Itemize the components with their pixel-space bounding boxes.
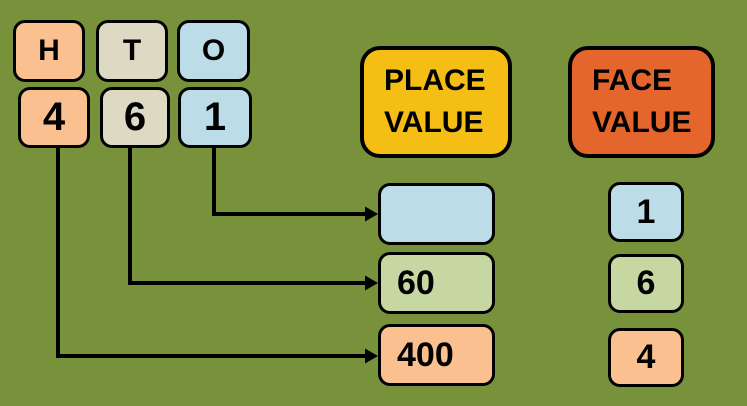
place-value-ones-box	[378, 183, 495, 245]
place-value-header: PLACE VALUE	[360, 46, 512, 158]
column-label-tens: T	[96, 20, 168, 82]
digit-tens: 6	[100, 87, 170, 148]
place-value-header-line2: VALUE	[384, 106, 484, 139]
arrow-tens-to-place-value-icon	[128, 147, 378, 291]
digit-hundreds: 4	[18, 87, 90, 148]
arrow-hundreds-to-place-value-icon	[56, 147, 378, 364]
face-value-header: FACE VALUE	[568, 46, 715, 158]
face-value-hundreds-box: 4	[608, 328, 684, 387]
arrow-ones-to-place-value-icon	[212, 147, 378, 222]
column-label-ones: O	[177, 20, 250, 82]
column-label-hundreds: H	[13, 20, 85, 82]
face-value-ones-box: 1	[608, 182, 684, 242]
place-value-hundreds-box: 400	[378, 324, 495, 386]
place-value-header-line1: PLACE	[384, 64, 486, 97]
face-value-header-line2: VALUE	[592, 106, 692, 139]
digit-ones: 1	[178, 87, 252, 148]
face-value-tens-box: 6	[608, 254, 684, 313]
place-value-tens-box: 60	[378, 252, 495, 314]
face-value-header-line1: FACE	[592, 64, 673, 97]
